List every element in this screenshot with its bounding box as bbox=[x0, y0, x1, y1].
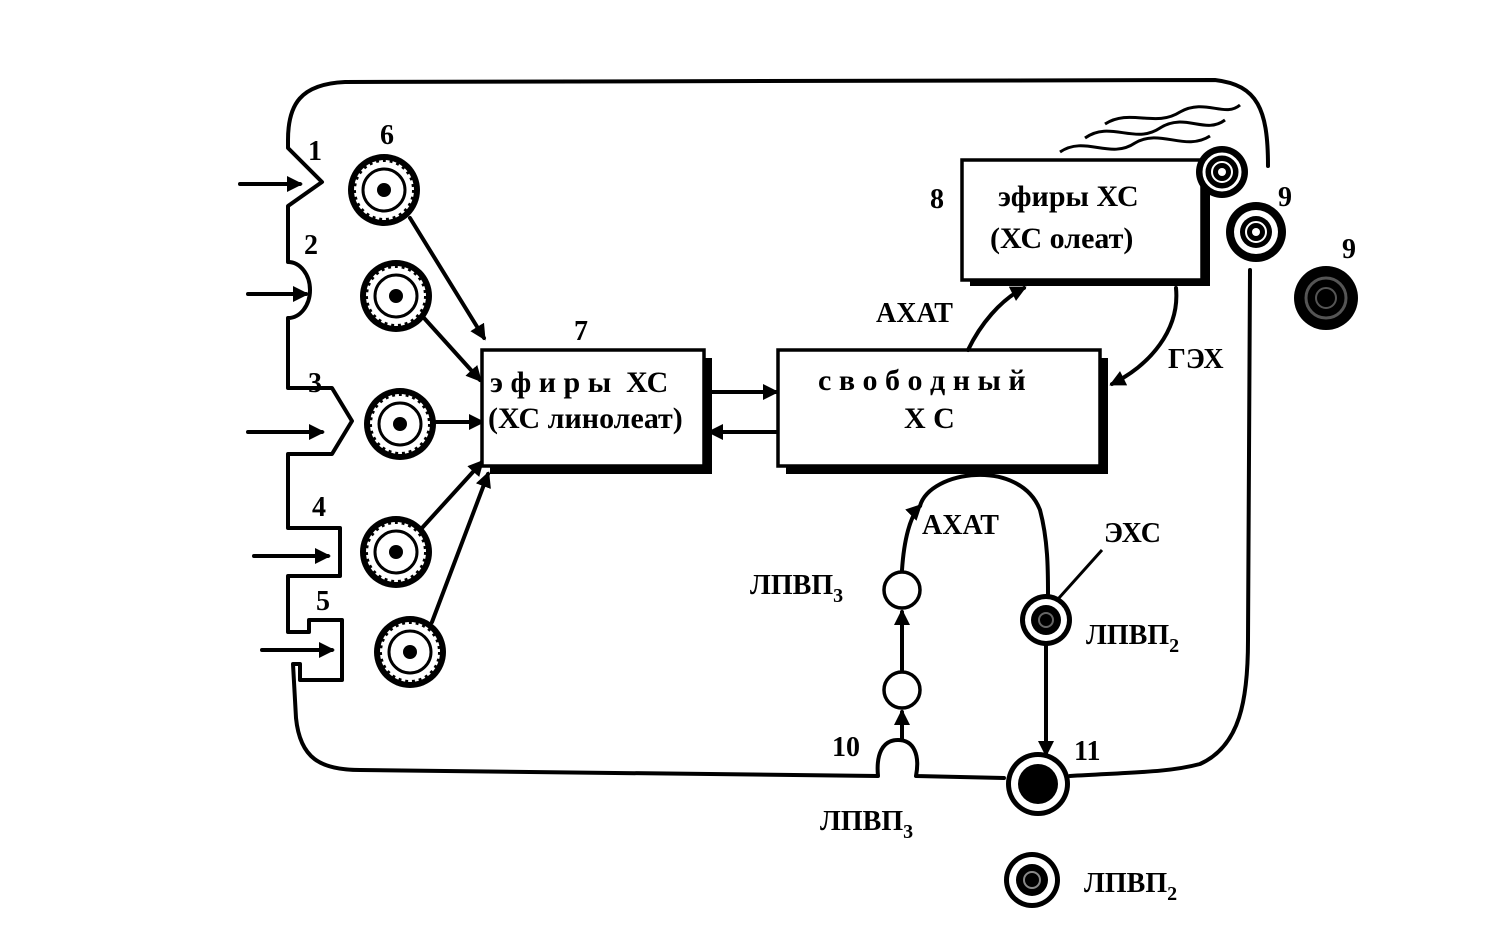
box7-line2: (ХС линолеат) bbox=[488, 402, 683, 435]
box8-line2: (ХС олеат) bbox=[990, 222, 1133, 255]
label-9a: 9 bbox=[1278, 182, 1292, 213]
enzyme-exc: ЭХС bbox=[1104, 518, 1161, 549]
label-2: 2 bbox=[304, 230, 318, 261]
label-3: 3 bbox=[308, 368, 322, 399]
membrane-wavy-lines bbox=[1059, 103, 1241, 154]
hdl3-particle-upper bbox=[882, 570, 922, 610]
enzyme-geh: ГЭХ bbox=[1168, 344, 1224, 375]
box-free-line1: с в о б о д н ы й bbox=[818, 364, 1026, 397]
hdl3-particle-lower bbox=[882, 670, 922, 710]
particle-3 bbox=[364, 388, 436, 460]
hdl2-particle-outer bbox=[1004, 852, 1060, 908]
box-cholesterol-esters-linoleate bbox=[480, 348, 706, 468]
lipid-droplet-secreting bbox=[1226, 202, 1286, 262]
enzyme-acat-top: АХАТ bbox=[876, 298, 953, 329]
label-1: 1 bbox=[308, 136, 322, 167]
label-hdl2-inner: ЛПВП2 bbox=[1086, 620, 1179, 657]
particle-5 bbox=[374, 616, 446, 688]
label-5: 5 bbox=[316, 586, 330, 617]
box-free-cholesterol bbox=[776, 348, 1102, 468]
cell-membrane bbox=[286, 78, 1270, 780]
label-10: 10 bbox=[832, 732, 860, 763]
label-7: 7 bbox=[574, 316, 588, 347]
lipoprotein-particles bbox=[348, 154, 446, 688]
box-free-line2: Х С bbox=[904, 402, 955, 435]
lipid-droplet-outside bbox=[1294, 266, 1358, 330]
lipid-droplet-in-membrane bbox=[1196, 146, 1248, 198]
arrow-acat-to-8 bbox=[966, 286, 1027, 352]
label-hdl3-outer: ЛПВП3 bbox=[820, 806, 913, 843]
label-8: 8 bbox=[930, 184, 944, 215]
particle-arrows bbox=[408, 216, 491, 624]
acat-loop bbox=[918, 473, 1050, 596]
enzyme-acat-bottom: АХАТ bbox=[922, 510, 999, 541]
hdl2-particle-inner bbox=[1020, 594, 1072, 646]
particle-1 bbox=[348, 154, 420, 226]
label-4: 4 bbox=[312, 492, 326, 523]
label-11: 11 bbox=[1074, 736, 1100, 767]
label-hdl2-outer: ЛПВП2 bbox=[1084, 868, 1177, 905]
label-9b: 9 bbox=[1342, 234, 1356, 265]
particle-4 bbox=[360, 516, 432, 588]
label-6: 6 bbox=[380, 120, 394, 151]
incoming-arrows bbox=[238, 176, 335, 658]
box-cholesterol-esters-oleate bbox=[960, 158, 1204, 282]
box7-line1: э ф и р ы ХС bbox=[490, 366, 668, 399]
particle-2 bbox=[360, 260, 432, 332]
hdl2-particle-membrane bbox=[1006, 752, 1070, 816]
arrow-geh-to-free bbox=[1109, 286, 1179, 386]
box8-line1: эфиры ХС bbox=[998, 180, 1139, 213]
label-hdl3-inner: ЛПВП3 bbox=[750, 570, 843, 607]
hdl3-to-free-path bbox=[900, 503, 923, 572]
